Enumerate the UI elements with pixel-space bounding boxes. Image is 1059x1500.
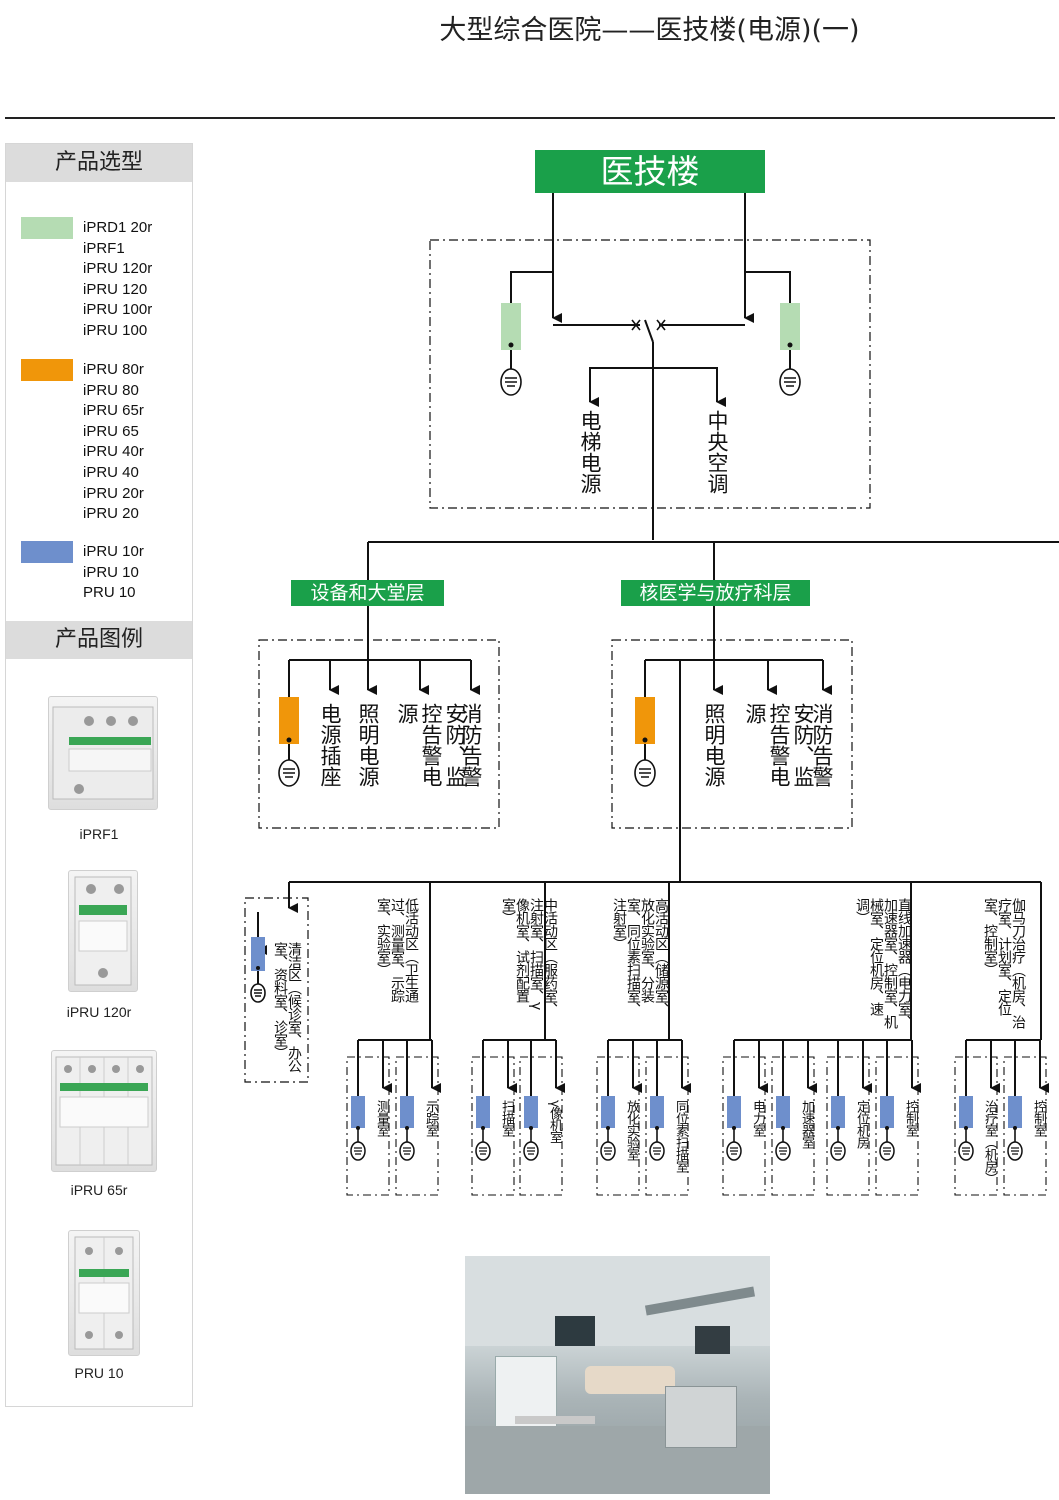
room-unit-frame — [771, 1056, 815, 1196]
room-spd — [880, 1096, 894, 1128]
room-label: 电力室 — [750, 1100, 765, 1136]
room-label: 控制室 — [1031, 1100, 1046, 1136]
sidebar: 产品选型 iPRD1 20r iPRF1 iPRU 120r iPRU 120 … — [5, 143, 193, 1407]
model-item: iPRU 20 — [83, 505, 139, 523]
product-image-iprf1 — [48, 696, 158, 810]
model-item: iPRU 40 — [83, 463, 139, 481]
operating-room-photo — [465, 1256, 770, 1494]
model-item: iPRU 65r — [83, 402, 144, 420]
room-unit-frame — [471, 1056, 515, 1196]
model-item: iPRU 100r — [83, 301, 153, 319]
floor-label-equipment-lobby: 设备和大堂层 — [291, 580, 444, 606]
room-spd — [524, 1096, 538, 1128]
load-label-socket: 电源插座 — [318, 703, 342, 787]
model-item: iPRU 20r — [83, 484, 144, 502]
room-label: 加速器室 — [799, 1100, 814, 1148]
model-item: iPRU 80 — [83, 381, 139, 399]
area-label-medium-activity: 中活动区（服药室、注射室、扫描室、γ像机室、试剂配置室） — [500, 898, 558, 1015]
load-label-lighting: 照明电源 — [702, 703, 726, 787]
room-spd — [351, 1096, 365, 1128]
room-unit-frame — [1003, 1056, 1047, 1196]
room-unit-frame — [346, 1056, 390, 1196]
room-label: 扫描室 — [499, 1100, 514, 1136]
product-image-ipru65r — [51, 1050, 157, 1172]
room-unit-frame — [954, 1056, 998, 1196]
model-item: iPRU 65 — [83, 422, 139, 440]
room-unit-frame — [722, 1056, 766, 1196]
product-selection-heading: 产品选型 — [6, 144, 192, 182]
legend-swatch-blue — [21, 541, 73, 563]
room-unit-frame — [395, 1056, 439, 1196]
building-title: 医技楼 — [535, 150, 765, 193]
room-unit-frame — [596, 1056, 640, 1196]
floor-label-nuclear-radiotherapy: 核医学与放疗科层 — [621, 580, 810, 606]
product-caption: PRU 10 — [74, 1365, 124, 1381]
model-item: iPRU 10r — [83, 543, 144, 560]
load-label-security: 安防、监控告警电源 — [743, 703, 815, 787]
area-label-gamma-knife: 伽马刀治疗（机房、治疗室、计划室、定位室、控制室） — [982, 898, 1026, 1028]
model-item: iPRU 100 — [83, 321, 148, 339]
room-unit-frame — [826, 1056, 870, 1196]
model-item: iPRU 40r — [83, 443, 144, 461]
room-label: 示踪室 — [423, 1100, 438, 1136]
room-label: 同位素扫描室 — [673, 1100, 688, 1172]
load-label-security: 安防、监控告警电源 — [395, 703, 467, 787]
room-spd — [650, 1096, 664, 1128]
model-item: iPRF1 — [83, 239, 125, 257]
load-label-fire-alarm: 消防告警 — [459, 703, 483, 787]
model-item: iPRU 10 — [83, 563, 139, 581]
room-spd — [476, 1096, 490, 1128]
legend-swatch-green — [21, 217, 73, 239]
room-spd — [1008, 1096, 1022, 1128]
model-item: iPRU 120 — [83, 280, 148, 298]
room-spd — [959, 1096, 973, 1128]
room-spd — [727, 1096, 741, 1128]
model-item: iPRU 80r — [83, 361, 144, 378]
area-label-high-activity: 高活动区（储源室、放化实验室、分装室、同位素扫描室、注射室） — [611, 898, 669, 1015]
product-image-pru10 — [68, 1230, 140, 1356]
room-label: γ像机室 — [547, 1100, 562, 1143]
product-caption: iPRU 65r — [70, 1182, 128, 1198]
room-unit-frame — [645, 1056, 689, 1196]
room-unit-frame — [519, 1056, 563, 1196]
room-spd — [776, 1096, 790, 1128]
area-label-clean: 清洁区（候诊室、办公室、资料室、诊室） — [272, 942, 302, 1072]
model-list-orange: iPRU 80r iPRU 80 iPRU 65r iPRU 65 iPRU 4… — [83, 360, 144, 525]
room-spd — [831, 1096, 845, 1128]
area-label-low-activity: 低活动区（卫生通过、测量室、示踪室、实验室） — [375, 898, 419, 1002]
model-item: iPRU 120r — [83, 260, 153, 278]
page-title: 大型综合医院——医技楼(电源)(一) — [439, 15, 860, 46]
area-label-linear-accelerator: 直线加速器（电力室、加速器室、控制室、机械室、定位机房、速调） — [854, 898, 912, 1028]
product-caption: iPRF1 — [79, 826, 119, 842]
load-label-lighting: 照明电源 — [356, 703, 380, 787]
spd-blocks — [251, 303, 800, 971]
room-spd — [601, 1096, 615, 1128]
product-caption: iPRU 120r — [66, 1004, 132, 1020]
room-unit-frame — [875, 1056, 919, 1196]
load-label-hvac: 中央空调 — [705, 410, 729, 494]
title-divider — [5, 117, 1055, 119]
load-label-elevator: 电梯电源 — [578, 410, 602, 494]
model-item: iPRD1 20r — [83, 219, 153, 236]
room-label: 定位机房 — [854, 1100, 869, 1148]
model-item: PRU 10 — [83, 584, 136, 602]
model-list-blue: iPRU 10r iPRU 10 PRU 10 — [83, 542, 144, 604]
room-spd — [400, 1096, 414, 1128]
room-label: 控制室 — [903, 1100, 918, 1136]
product-legend-heading: 产品图例 — [6, 621, 192, 659]
room-label: 测量室 — [374, 1100, 389, 1136]
model-list-green: iPRD1 20r iPRF1 iPRU 120r iPRU 120 iPRU … — [83, 218, 152, 342]
product-image-ipru120r — [68, 870, 138, 992]
legend-swatch-orange — [21, 359, 73, 381]
load-label-fire-alarm: 消防告警 — [810, 703, 834, 787]
room-label: 治疗室（机房） — [982, 1100, 997, 1184]
room-label: 放化实验室 — [624, 1100, 639, 1160]
